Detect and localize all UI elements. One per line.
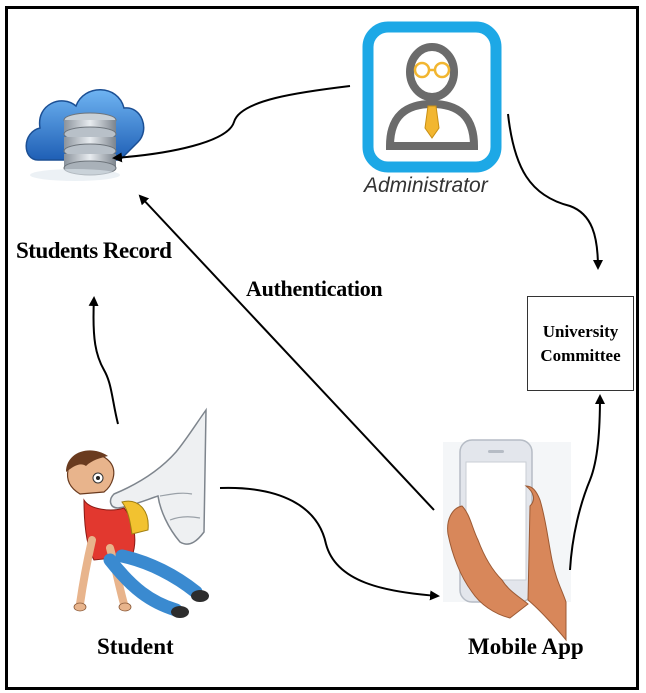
arrow-admin-to-committee	[507, 113, 603, 270]
mobile-app-label: Mobile App	[468, 634, 584, 659]
students-record-label: Students Record	[16, 238, 172, 263]
cloud-database-icon	[25, 89, 145, 181]
university-committee-box: University Committee	[527, 296, 634, 391]
administrator-label: Administrator	[364, 174, 488, 197]
arrow-student-to-mobile	[219, 486, 440, 601]
arrow-mobile-to-committee	[569, 394, 605, 571]
committee-line-2: Committee	[540, 345, 621, 365]
administrator-avatar-icon	[362, 21, 502, 173]
flow-arrows	[88, 85, 605, 601]
arrow-student-to-record	[88, 296, 119, 425]
student-label: Student	[97, 634, 174, 659]
arrow-mobile-to-record	[138, 194, 435, 511]
authentication-label: Authentication	[246, 276, 383, 301]
arrow-admin-to-record	[112, 85, 351, 163]
committee-line-1: University	[542, 321, 619, 341]
student-cartoon-icon	[66, 407, 209, 618]
hand-holding-phone-icon	[443, 439, 571, 642]
